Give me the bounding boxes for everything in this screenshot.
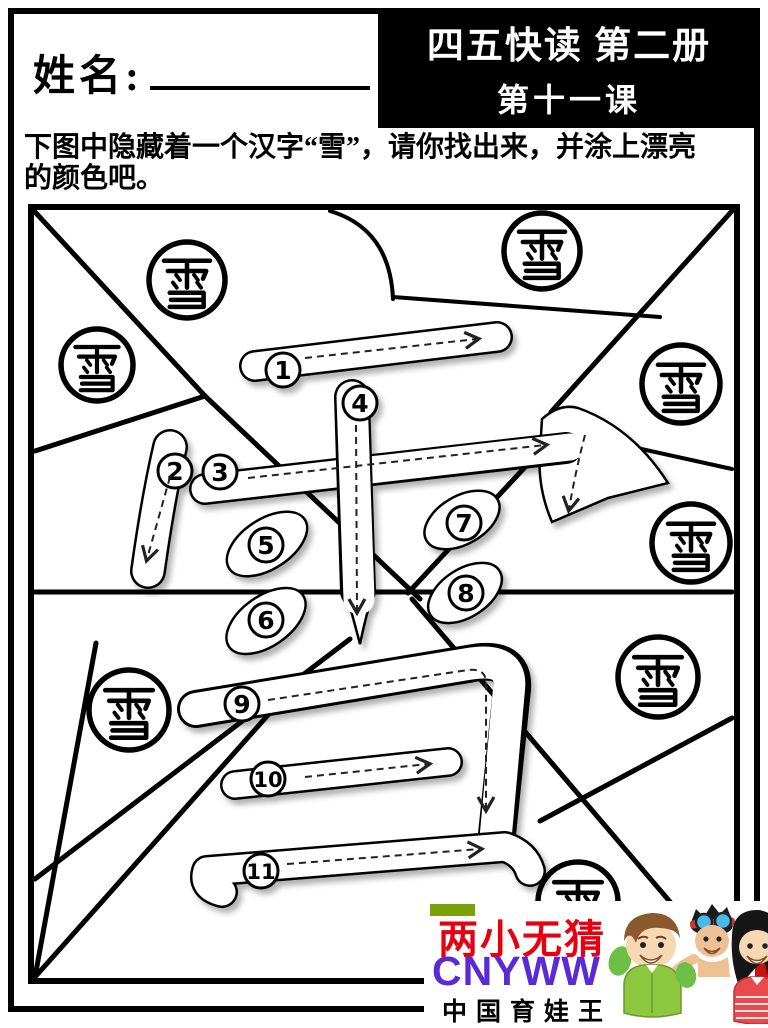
stroke-direction-arrows <box>140 330 586 865</box>
region-marker <box>58 326 136 404</box>
stroke-number-badges: 1 2 3 4 5 6 7 8 9 10 11 <box>156 351 485 890</box>
stroke-number: 1 <box>274 356 291 385</box>
region-marker <box>615 634 701 720</box>
cartoon-woman <box>731 909 768 1024</box>
lesson-title: 第十一课 <box>496 82 641 118</box>
stroke-number: 9 <box>233 690 250 719</box>
region-marker <box>146 239 228 321</box>
hidden-character-strokes: 1 2 3 4 5 6 7 8 9 10 11 <box>130 321 670 908</box>
stroke-number: 10 <box>253 768 282 792</box>
stroke-number: 3 <box>211 458 228 487</box>
region-marker <box>649 501 733 585</box>
stroke-3 <box>189 432 584 505</box>
series-title: 四五快读 第二册 <box>426 26 712 67</box>
stroke-number: 6 <box>257 606 274 635</box>
lesson-header: 四五快读 第二册 第十一课 <box>378 8 760 128</box>
region-marker <box>501 210 583 292</box>
cartoon-family-illustration <box>608 904 768 1024</box>
puzzle-drawing: 1 2 3 4 5 6 7 8 9 10 11 <box>34 210 734 978</box>
coloring-puzzle: 1 2 3 4 5 6 7 8 9 10 11 <box>28 204 740 984</box>
cartoon-boy <box>608 913 697 1018</box>
stroke-11 <box>190 831 546 908</box>
stroke-9 <box>177 642 532 863</box>
stroke-number: 8 <box>457 579 474 608</box>
watermark-green-accent <box>430 904 475 916</box>
watermark-brand-chinese: 两小无猜 <box>438 918 606 962</box>
stroke-4 <box>334 379 376 645</box>
region-marker <box>86 667 172 753</box>
stroke-number: 5 <box>257 531 274 560</box>
watermark: 两小无猜 CNYWW 中国育娃王 <box>424 901 768 1026</box>
stroke-number: 7 <box>455 509 472 538</box>
name-underline <box>150 86 370 90</box>
name-label: 姓名: <box>33 54 143 100</box>
stroke-number: 11 <box>246 860 275 884</box>
stroke-number: 4 <box>351 389 368 418</box>
watermark-brand-subtitle: 中国育娃王 <box>442 998 613 1026</box>
instructions-line2: 的颜色吧。 <box>24 163 165 194</box>
region-marker <box>639 342 723 426</box>
watermark-brand-english: CNYWW <box>432 948 601 994</box>
instructions-line1: 下图中隐藏着一个汉字“雪”，请你找出来，并涂上漂亮 <box>24 132 697 163</box>
stroke-number: 2 <box>166 457 183 486</box>
instructions: 下图中隐藏着一个汉字“雪”，请你找出来，并涂上漂亮 的颜色吧。 <box>24 132 752 194</box>
